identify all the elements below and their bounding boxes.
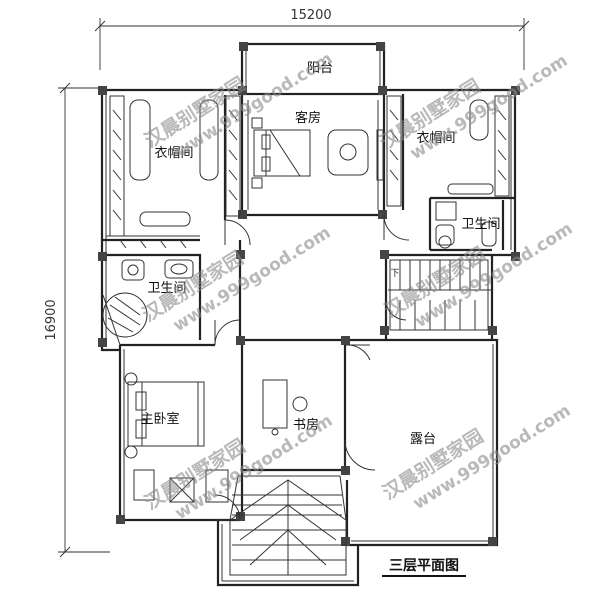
watermark-6: 汉晨别墅家园 www.999good.com <box>378 401 574 514</box>
room-label-balcony: 阳台 <box>307 61 333 76</box>
width-dimension-label: 15200 <box>290 8 331 23</box>
room-label-cloakroom-right: 衣帽间 <box>416 130 455 146</box>
guest-armchair <box>327 129 384 181</box>
doors <box>214 214 410 521</box>
watermark-3: 汉晨别墅家园 www.999good.com <box>138 223 334 336</box>
wardrobe-left <box>109 95 241 249</box>
bathroom-left-fixtures <box>102 259 194 346</box>
room-label-master-bedroom: 主卧室 <box>140 411 179 427</box>
bedroom-sofa-set <box>133 469 229 503</box>
room-label-terrace: 露台 <box>410 432 436 447</box>
height-dimension-label: 16900 <box>44 299 59 340</box>
room-label-cloakroom-left: 衣帽间 <box>154 145 193 161</box>
stair-down-mark: 下 <box>390 269 399 279</box>
room-label-study: 书房 <box>293 417 319 433</box>
room-label-guest-room: 客房 <box>295 110 321 126</box>
lower-roof <box>229 475 347 576</box>
staircase <box>388 259 492 331</box>
dimension-lines <box>58 18 530 558</box>
structural-columns <box>98 42 520 546</box>
wardrobe-right <box>386 95 510 207</box>
room-label-bathroom-left: 卫生间 <box>147 281 186 296</box>
exterior-walls <box>100 42 517 587</box>
master-bed <box>124 372 205 459</box>
study-desk <box>262 379 308 436</box>
bathroom-right-fixtures <box>435 201 497 249</box>
guest-bed <box>251 117 311 189</box>
plan-title: 三层平面图 <box>389 558 459 574</box>
room-label-bathroom-right: 卫生间 <box>461 217 500 232</box>
interior-walls <box>102 94 515 520</box>
